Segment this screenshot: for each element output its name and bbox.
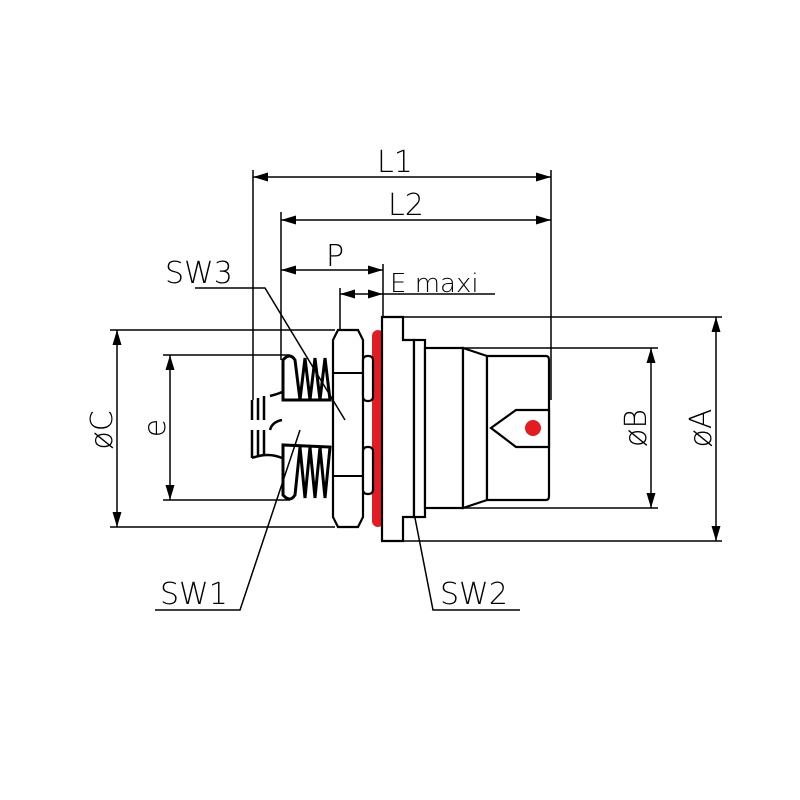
label-SW1: SW1 <box>160 577 228 612</box>
label-E-maxi: E maxi <box>390 269 479 299</box>
leader-lines <box>155 287 520 611</box>
label-L1: L1 <box>377 145 413 180</box>
front-body <box>423 346 465 510</box>
thread <box>281 354 332 501</box>
panel-plate <box>412 338 427 519</box>
hex-nut <box>331 328 365 529</box>
contact-pins <box>250 390 283 460</box>
label-phiC: øC <box>85 410 120 449</box>
taper <box>461 346 489 510</box>
extension-lines <box>110 170 722 542</box>
label-P: P <box>326 239 344 274</box>
red-dot-marker <box>525 420 541 436</box>
label-e: e <box>138 419 173 437</box>
label-SW3: SW3 <box>165 256 233 291</box>
label-SW2: SW2 <box>440 577 508 612</box>
dimension-lines <box>112 172 721 541</box>
connector-body <box>250 315 551 543</box>
key-tab <box>489 408 551 449</box>
label-phiB: øB <box>619 409 654 447</box>
label-phiA: øA <box>684 409 719 448</box>
flange <box>380 315 416 543</box>
label-L2: L2 <box>388 188 424 223</box>
